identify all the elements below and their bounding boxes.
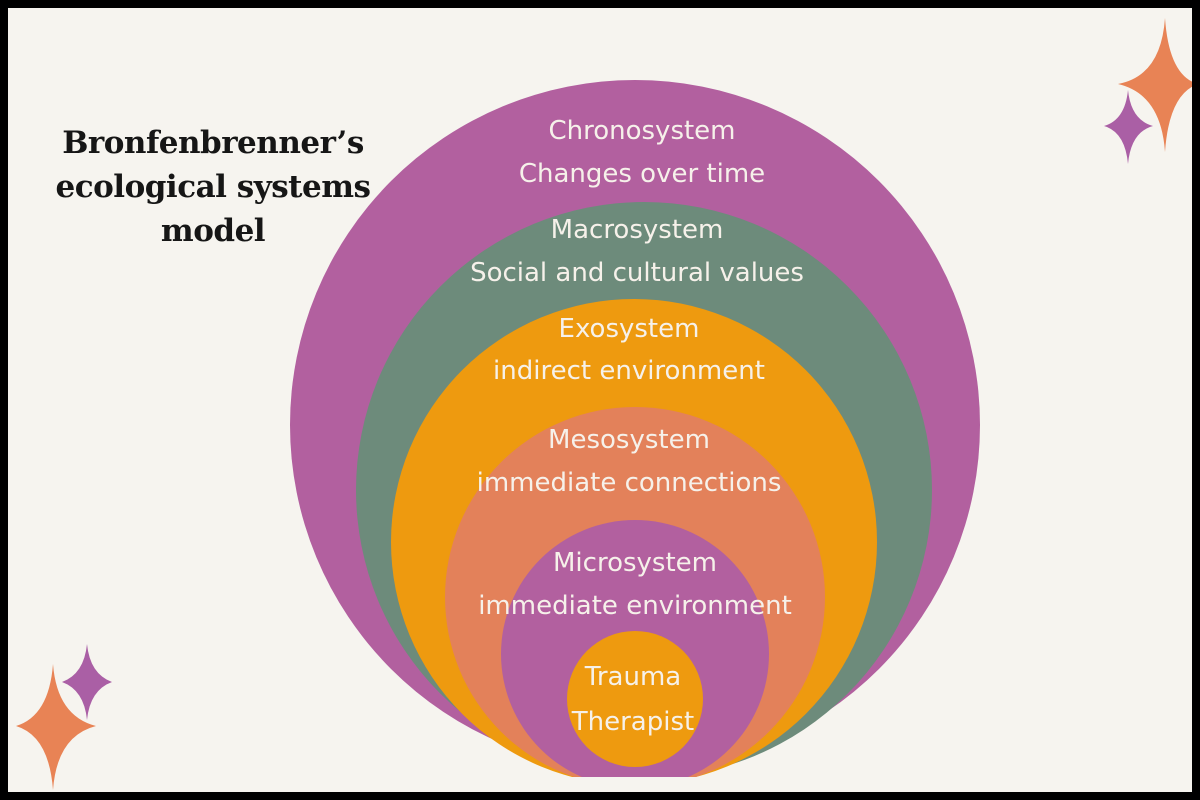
title-line-1: Bronfenbrenner’s (62, 125, 364, 161)
exosystem-label: Exosystem (559, 314, 700, 344)
sparkle-orange-bottom-left-icon (16, 664, 96, 790)
therapist-label: Therapist (571, 707, 694, 737)
sparkle-purple-bottom-left-icon (62, 644, 112, 720)
macrosystem-label: Macrosystem (551, 215, 724, 245)
trauma-label: Trauma (584, 662, 681, 692)
sparkle-purple-top-right-icon (1104, 90, 1153, 164)
title-line-2: ecological systems (55, 169, 371, 205)
microsystem-label: Microsystem (553, 548, 717, 578)
mesosystem-label: Mesosystem (548, 425, 710, 455)
trauma-circle (567, 631, 703, 767)
ecological-diagram: Chronosystem Changes over time Macrosyst… (16, 18, 1192, 790)
page-title: Bronfenbrenner’s ecological systems mode… (48, 121, 378, 253)
title-line-3: model (160, 213, 266, 249)
chronosystem-label: Chronosystem (548, 116, 735, 146)
mesosystem-description: immediate connections (477, 468, 782, 498)
exosystem-description: indirect environment (493, 356, 765, 386)
chronosystem-description: Changes over time (519, 159, 765, 189)
macrosystem-description: Social and cultural values (470, 258, 804, 288)
sparkle-orange-top-right-icon (1118, 18, 1192, 152)
microsystem-description: immediate environment (478, 591, 792, 621)
